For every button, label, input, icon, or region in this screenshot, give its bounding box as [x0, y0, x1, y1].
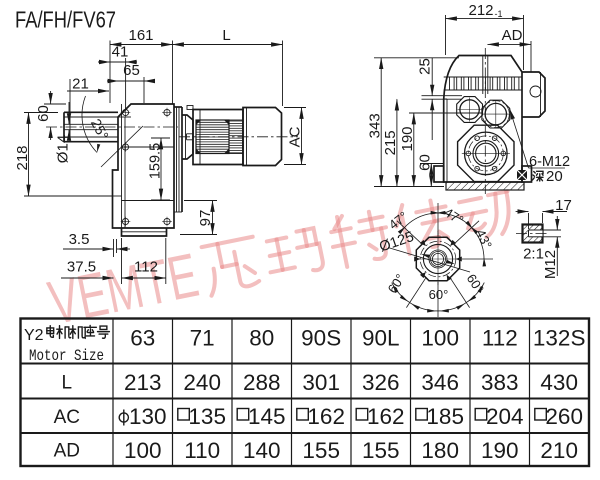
svg-text:130: 130	[129, 404, 167, 429]
svg-text:190: 190	[399, 126, 416, 151]
svg-text:41: 41	[112, 44, 129, 61]
svg-text:140: 140	[243, 438, 281, 463]
svg-text:159.5: 159.5	[148, 143, 164, 179]
svg-text:60: 60	[35, 105, 52, 122]
svg-text:145: 145	[248, 404, 286, 429]
svg-text:301: 301	[302, 370, 340, 395]
svg-text:346: 346	[421, 370, 459, 395]
svg-text:326: 326	[362, 370, 400, 395]
svg-text:100: 100	[124, 438, 162, 463]
svg-text:L: L	[222, 27, 230, 44]
svg-text:17: 17	[555, 197, 572, 214]
svg-text:161: 161	[128, 27, 153, 44]
svg-text:AD: AD	[54, 441, 80, 462]
svg-text:260: 260	[545, 404, 583, 429]
svg-text:135: 135	[188, 404, 226, 429]
svg-text:132S: 132S	[533, 326, 586, 351]
svg-text:90L: 90L	[362, 326, 400, 351]
svg-text:6-M12: 6-M12	[529, 154, 570, 170]
svg-text:37.5: 37.5	[67, 259, 96, 276]
svg-text:Motor Size: Motor Size	[29, 347, 104, 365]
svg-text:218: 218	[14, 145, 31, 170]
svg-text:71: 71	[190, 326, 215, 351]
svg-text:65: 65	[123, 62, 140, 79]
svg-text:240: 240	[183, 370, 221, 395]
svg-text:FA/FH/FV67: FA/FH/FV67	[15, 7, 116, 33]
svg-text:AC: AC	[54, 407, 80, 428]
svg-text:383: 383	[481, 370, 519, 395]
svg-text:-1: -1	[495, 9, 503, 19]
svg-text:288: 288	[243, 370, 281, 395]
svg-text:180: 180	[421, 438, 459, 463]
svg-text:97: 97	[197, 210, 214, 227]
svg-text:162: 162	[307, 404, 345, 429]
svg-text:343: 343	[367, 113, 384, 138]
svg-text:Y2: Y2	[24, 327, 44, 344]
svg-text:210: 210	[540, 438, 578, 463]
svg-text:190: 190	[481, 438, 519, 463]
svg-text:112: 112	[482, 326, 518, 351]
svg-text:112: 112	[134, 259, 158, 276]
svg-text:100: 100	[421, 326, 459, 351]
svg-text:L: L	[62, 373, 73, 394]
svg-text:162: 162	[367, 404, 405, 429]
svg-text:60: 60	[417, 154, 434, 171]
svg-text:213: 213	[124, 370, 162, 395]
svg-text:60°: 60°	[429, 287, 449, 302]
svg-text:M12: M12	[542, 250, 559, 279]
svg-text:110: 110	[184, 438, 220, 463]
svg-text:20: 20	[546, 168, 563, 185]
svg-text:63: 63	[130, 326, 155, 351]
svg-text:AC: AC	[287, 126, 304, 147]
svg-text:AD: AD	[502, 27, 523, 44]
svg-text:204: 204	[486, 404, 524, 429]
svg-text:430: 430	[540, 370, 578, 395]
svg-text:Ø14: Ø14	[55, 135, 72, 163]
svg-text:21: 21	[72, 76, 89, 93]
svg-text:3.5: 3.5	[69, 231, 90, 248]
svg-text:155: 155	[302, 438, 340, 463]
svg-text:215: 215	[382, 130, 399, 155]
svg-text:185: 185	[426, 404, 464, 429]
svg-text:155: 155	[362, 438, 400, 463]
svg-text:80: 80	[249, 326, 274, 351]
svg-text:212: 212	[468, 2, 493, 19]
svg-text:90S: 90S	[301, 326, 341, 351]
svg-text:2:1: 2:1	[523, 246, 544, 263]
svg-text:25: 25	[417, 58, 434, 75]
